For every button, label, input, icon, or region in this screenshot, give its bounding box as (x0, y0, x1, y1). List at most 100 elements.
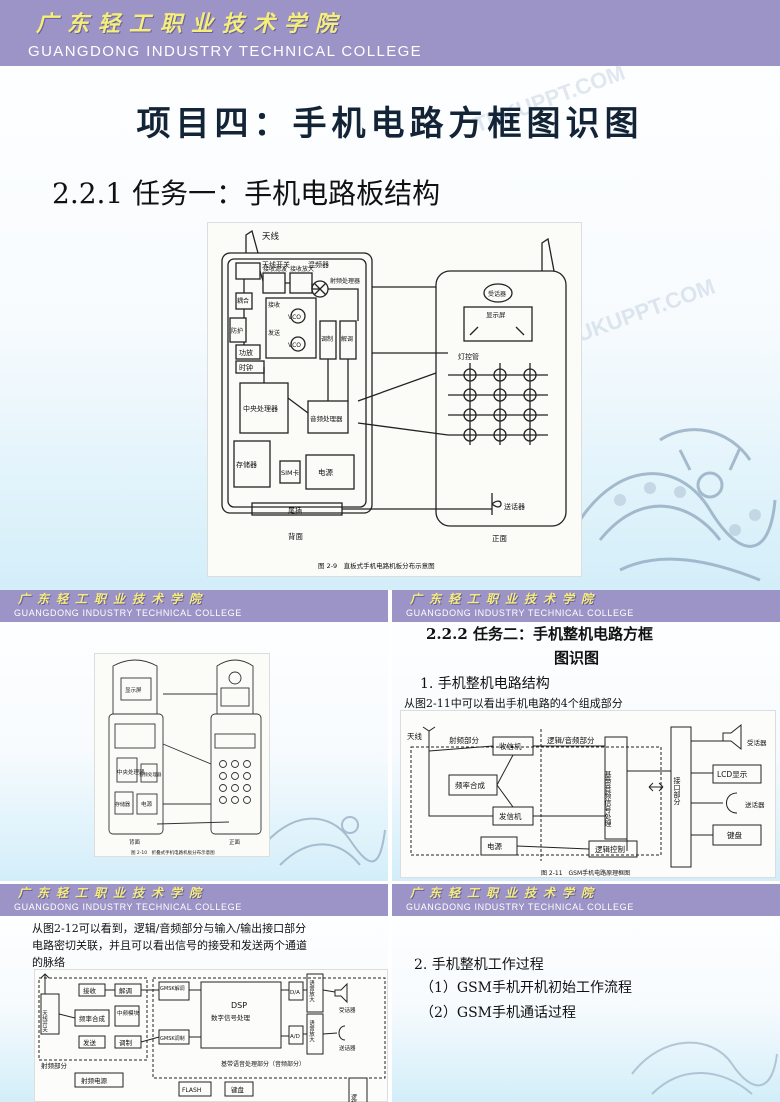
fig-label: GMSK调制 (160, 1035, 185, 1042)
college-name-cn: 广东轻工职业技术学院 (410, 592, 601, 606)
fig-label: 正面 (492, 534, 507, 543)
fig-label: D/A (290, 990, 300, 996)
fig-label: 灯控管 (458, 352, 479, 361)
slide-header: 广东轻工职业技术学院 GUANGDONG INDUSTRY TECHNICAL … (0, 884, 388, 916)
fig-label: 射频部分 (449, 735, 479, 745)
college-name-en: GUANGDONG INDUSTRY TECHNICAL COLLEGE (14, 608, 242, 618)
slide-work-process: 广东轻工职业技术学院 GUANGDONG INDUSTRY TECHNICAL … (392, 884, 780, 1102)
slide-task-two: 广东轻工职业技术学院 GUANGDONG INDUSTRY TECHNICAL … (392, 590, 780, 881)
fig-label: FLASH (182, 1087, 201, 1094)
fig-label: 射频电源 (81, 1076, 108, 1085)
fig-label: 天线 (407, 731, 422, 741)
college-name-en: GUANGDONG INDUSTRY TECHNICAL COLLEGE (406, 902, 634, 912)
fig-label: 调制 (119, 1038, 133, 1047)
main-slide: 广东轻工职业技术学院 GUANGDONG INDUSTRY TECHNICAL … (0, 0, 780, 590)
slide-header: 广东轻工职业技术学院 GUANGDONG INDUSTRY TECHNICAL … (0, 0, 780, 66)
fig-label: 中频模块 (117, 1009, 140, 1017)
fig-label: 语音放大 (308, 979, 315, 1004)
college-name-cn: 广东轻工职业技术学院 (18, 886, 209, 900)
fig-label: 显示屏 (486, 311, 506, 319)
fig-label: 键盘 (727, 830, 742, 840)
fig-label: 天线 (262, 231, 280, 242)
fig-label: 语音放大 (308, 1019, 315, 1044)
slide-header: 广东轻工职业技术学院 GUANGDONG INDUSTRY TECHNICAL … (0, 590, 388, 622)
fig-label: 数字信号处理 (211, 1013, 251, 1022)
fig-label: 受话器 (488, 290, 506, 298)
fig-label: 显示屏 (125, 687, 142, 694)
fig-label: 频率合成 (455, 780, 485, 790)
figure-gsm-block-diagram: 天线 射频部分 逻辑/音频部分 收信机 频率合成 发信机 基带音频信号处理 接口… (400, 710, 776, 878)
fig-label: 音频处理器 (139, 771, 162, 778)
fig-label: 接收 (83, 986, 97, 995)
fig-caption: 图 2-11 GSM手机电路原理框图 (541, 869, 630, 877)
college-name-en: GUANGDONG INDUSTRY TECHNICAL COLLEGE (406, 608, 634, 618)
fig-label: 发信机 (499, 811, 522, 821)
fig-label: 背面 (288, 531, 303, 541)
fig-label: 混频器 (308, 260, 329, 269)
fig-label: 时钟 (239, 363, 253, 372)
slide-header: 广东轻工职业技术学院 GUANGDONG INDUSTRY TECHNICAL … (392, 590, 780, 622)
fig-label: 存储器 (236, 460, 257, 469)
fig-label: 受话器 (747, 738, 767, 747)
fig-label: 尾插 (288, 506, 302, 515)
college-name-en: GUANGDONG INDUSTRY TECHNICAL COLLEGE (28, 43, 423, 60)
description-line2: 电路密切关联，并且可以看出信号的接受和发送两个通道 (32, 939, 307, 952)
fig-label: 耦合 (237, 297, 249, 305)
fig-label: 发送 (83, 1038, 97, 1047)
fig-label: 音频处理器 (310, 414, 343, 423)
fig-label: 基带语音处理部分（音频部分） (221, 1060, 305, 1068)
fig-label: 基带音频信号处理 (604, 770, 612, 827)
fig-label: SIM卡 (281, 468, 300, 477)
page-title: 项目四：手机电路方框图识图 (136, 104, 644, 144)
fig-label: 电源 (141, 800, 153, 808)
college-name-cn: 广东轻工职业技术学院 (410, 886, 601, 900)
slide-header: 广东轻工职业技术学院 GUANGDONG INDUSTRY TECHNICAL … (392, 884, 780, 916)
college-name-cn: 广东轻工职业技术学院 (18, 592, 209, 606)
fig-label: 电源 (487, 841, 502, 851)
fig-label: 接收 (268, 301, 280, 309)
point-heading: 1. 手机整机电路结构 (420, 676, 550, 692)
fig-label: 逻辑 (350, 1093, 357, 1102)
fig-label: VCO (288, 314, 301, 321)
figure-phone-board-layout: 天线 天线开关 接收滤波 接收放大 混频器 射频处理器 耦合 防护 功放 VCO… (207, 222, 582, 577)
slide-signal-path: 广东轻工职业技术学院 GUANGDONG INDUSTRY TECHNICAL … (0, 884, 388, 1102)
fig-label: 射频处理器 (330, 277, 360, 285)
fig-label: 接口部分 (673, 776, 681, 806)
figure-folding-phone-layout: 显示屏 中央处理器 音频处理器 存储器 电源 背面 正面 图 2-10 折叠式手… (94, 653, 270, 857)
dragon-decoration-icon (259, 816, 386, 866)
fig-label: 键盘 (231, 1085, 245, 1094)
fig-caption: 图 2-9 直板式手机电路机板分布示意图 (318, 561, 435, 570)
college-name-cn: 广东轻工职业技术学院 (36, 11, 347, 37)
fig-label: 正面 (229, 839, 241, 846)
fig-label: 频率合成 (79, 1014, 106, 1023)
fig-label: LCD显示 (717, 770, 748, 779)
fig-label: 逻辑控制 (595, 844, 625, 854)
fig-label: 逻辑/音频部分 (547, 735, 595, 745)
fig-label: 功放 (239, 348, 253, 357)
description-line3: 的脉络 (32, 956, 65, 969)
fig-label: 解调 (119, 986, 132, 995)
fig-label: 解调 (341, 335, 353, 343)
fig-label: 接收放大 (290, 265, 314, 273)
section-title-cont: 图识图 (554, 649, 600, 667)
fig-label: DSP (231, 1001, 247, 1010)
fig-label: 天线开关 (262, 260, 290, 269)
fig-label: 中央处理器 (117, 768, 145, 776)
fig-label: 中央处理器 (243, 404, 278, 413)
fig-label: 送话器 (745, 800, 765, 809)
fig-label: 受话器 (339, 1006, 356, 1014)
slide-figure-folding-phone: 广东轻工职业技术学院 GUANGDONG INDUSTRY TECHNICAL … (0, 590, 388, 881)
fig-label: GMSK解调 (160, 985, 185, 992)
figure-signal-block-diagram: 天线开关 接收 解调 频率合成 中频模块 发送 调制 GMSK解调 GMSK调制… (34, 969, 388, 1102)
process-item-1: （1）GSM手机开机初始工作流程 (420, 980, 633, 996)
fig-label: 天线开关 (41, 1010, 48, 1034)
fig-label: 送话器 (504, 502, 525, 511)
college-name-en: GUANGDONG INDUSTRY TECHNICAL COLLEGE (14, 902, 242, 912)
slide-divider (388, 590, 392, 1102)
fig-label: 调制 (321, 335, 333, 343)
section-title: 2.2.2 任务二：手机整机电路方框 (426, 625, 653, 643)
description: 从图2-11中可以看出手机电路的4个组成部分 (404, 697, 623, 710)
fig-label: A/D (290, 1034, 300, 1040)
dragon-decoration-icon (578, 428, 777, 582)
process-item-2: （2）GSM手机通话过程 (420, 1005, 577, 1021)
